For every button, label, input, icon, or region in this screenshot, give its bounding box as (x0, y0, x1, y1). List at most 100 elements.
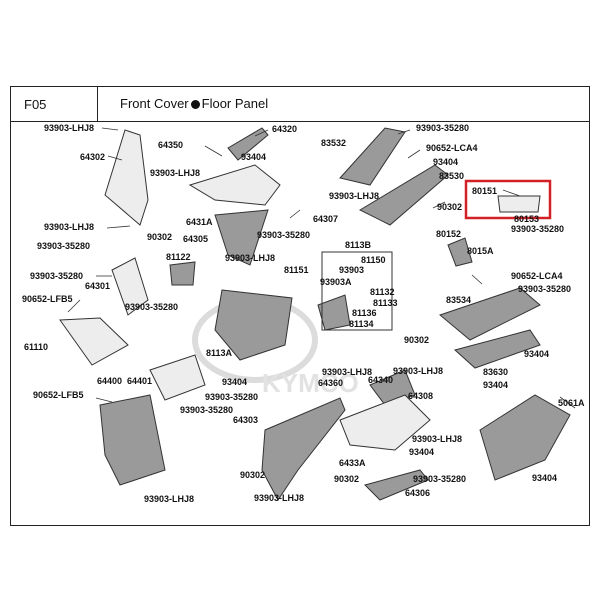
label-60: 64308 (408, 391, 433, 401)
label-4: 64320 (272, 124, 297, 134)
label-23: 93903-35280 (37, 241, 90, 251)
label-36: 80152 (436, 229, 461, 239)
part-80152-shape (447, 237, 473, 267)
label-39: 93903-35280 (518, 284, 571, 294)
label-14: 90302 (437, 202, 462, 212)
label-44: 61110 (24, 342, 48, 352)
label-61: 5061A (558, 398, 585, 408)
label-56: 90652-LFB5 (33, 390, 84, 400)
header-row (10, 86, 590, 122)
diagram-frame (10, 86, 590, 526)
label-12: 80151 (472, 186, 497, 196)
label-11: 83530 (439, 171, 464, 181)
leader-lines (67, 127, 576, 409)
label-41: 90652-LFB5 (22, 294, 73, 304)
label-52: 83630 (483, 367, 508, 377)
label-27: 81151 (284, 265, 309, 275)
part-6433A-shape (339, 394, 431, 451)
label-3: 64350 (158, 140, 183, 150)
inset-box (321, 251, 393, 331)
label-47: 93404 (524, 349, 549, 359)
label-10: 93404 (433, 157, 458, 167)
label-69: 93903-LHJ8 (254, 493, 304, 503)
label-15: 80153 (514, 214, 539, 224)
part-64303-shape (261, 397, 346, 501)
label-46: 90302 (404, 335, 429, 345)
label-16: 93903-35280 (511, 224, 564, 234)
label-53: 93404 (483, 380, 508, 390)
title-left: Front Cover (120, 96, 189, 111)
part-64320-shape (227, 127, 269, 161)
part-61110-shape (59, 317, 129, 366)
part-64301-shape (111, 257, 149, 316)
title-right: Floor Panel (201, 96, 269, 111)
part-labels: 93903-LHJ8 64302 64350 64320 93404 93903… (22, 123, 585, 504)
label-38: 90652-LCA4 (511, 271, 563, 281)
label-34: 81136 (352, 308, 377, 318)
label-58: 93404 (222, 377, 247, 387)
part-64401-shape (149, 354, 206, 401)
highlight-box (464, 179, 552, 220)
label-18: 90302 (147, 232, 172, 242)
part-64400-shape (99, 394, 166, 486)
part-5061A-shape (479, 394, 571, 481)
part-80151-shape (497, 195, 541, 213)
label-71: 93404 (532, 473, 557, 483)
label-17: 93903-LHJ8 (44, 222, 94, 232)
label-25: 81122 (166, 252, 191, 262)
label-62: 64303 (233, 415, 258, 425)
part-81122-shape (169, 261, 196, 286)
label-2: 64302 (80, 152, 105, 162)
label-19: 6431A (186, 217, 213, 227)
label-51: 64340 (368, 375, 393, 385)
label-48: 93903-LHJ8 (322, 367, 372, 377)
label-26: 93903-LHJ8 (225, 253, 275, 263)
part-shapes (59, 127, 571, 501)
label-55: 64401 (127, 376, 152, 386)
part-8113B-shape (317, 294, 351, 331)
label-66: 90302 (240, 470, 265, 480)
part-83530-shape (358, 164, 449, 226)
code-cell (10, 86, 98, 122)
label-64: 6433A (339, 458, 366, 468)
label-32: 81132 (370, 287, 395, 297)
label-67: 90302 (334, 474, 359, 484)
part-64302-shape (104, 129, 149, 226)
label-35: 81134 (349, 319, 374, 329)
part-64306-shape (364, 469, 429, 501)
label-63: 93903-LHJ8 (412, 434, 462, 444)
label-5: 93404 (241, 152, 266, 162)
label-21: 64307 (313, 214, 338, 224)
label-50: 93903-LHJ8 (393, 366, 443, 376)
label-40: 83534 (446, 295, 471, 305)
label-1: 93903-LHJ8 (44, 123, 94, 133)
label-29: 81150 (361, 255, 386, 265)
label-54: 64400 (97, 376, 122, 386)
label-9: 90652-LCA4 (426, 143, 478, 153)
part-90302-shape (453, 329, 541, 369)
part-8113A-shape (214, 289, 293, 361)
label-43: 93903-35280 (125, 302, 178, 312)
figure-code: F05 (24, 97, 47, 112)
label-59: 93903-35280 (180, 405, 233, 415)
label-28: 8113B (345, 240, 372, 250)
label-37: 8015A (467, 246, 494, 256)
label-65: 93404 (409, 447, 434, 457)
part-64305-shape (214, 209, 269, 266)
label-33: 81133 (373, 298, 398, 308)
watermark-text: KYMCO (262, 368, 359, 398)
label-57: 93903-35280 (205, 392, 258, 402)
label-70: 64306 (405, 488, 430, 498)
label-13: 93903-LHJ8 (329, 191, 379, 201)
label-45: 8113A (206, 348, 233, 358)
label-72: 93903-LHJ8 (144, 494, 194, 504)
label-30: 93903 (339, 265, 364, 275)
label-7: 83532 (321, 138, 346, 148)
label-49: 64360 (318, 378, 343, 388)
bullet-icon (190, 100, 200, 109)
label-24: 93903-35280 (30, 271, 83, 281)
watermark: KYMCO (192, 297, 359, 398)
figure-title: Front Cover Floor Panel (120, 96, 268, 111)
label-6: 93903-LHJ8 (150, 168, 200, 178)
